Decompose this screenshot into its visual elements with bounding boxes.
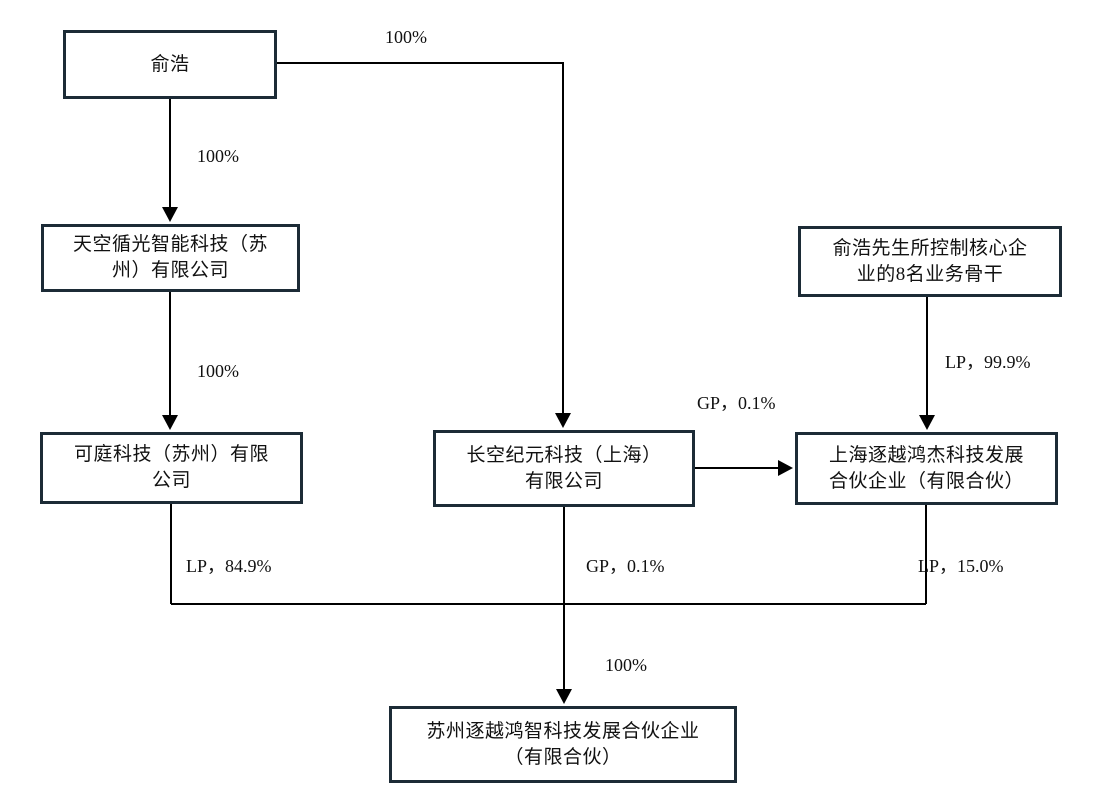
node-suzhou-label-line2: （有限合伙） [504,746,622,768]
node-tiankong: 天空循光智能科技（苏 州）有限公司 [41,224,300,292]
node-suzhou-label-line1: 苏州逐越鸿智科技发展合伙企业 [426,720,700,742]
arrowhead-combined-to-suzhou [556,689,572,704]
arrowhead-changkong-to-shanghai [778,460,793,476]
node-changkong-label-line1: 长空纪元科技（上海） [466,444,662,466]
edge-label-yuhao-to-tiankong: 100% [197,146,239,166]
node-suzhou: 苏州逐越鸿智科技发展合伙企业 （有限合伙） [389,706,737,783]
edge-label-changkong-to-suzhou: GP，0.1% [586,556,665,576]
edge-label-combined-to-suzhou: 100% [605,655,647,675]
node-shanghai: 上海逐越鸿杰科技发展 合伙企业（有限合伙） [795,432,1058,505]
node-shanghai-label-line2: 合伙企业（有限合伙） [828,470,1024,492]
edge-label-core8-to-shanghai: LP，99.9% [945,352,1031,372]
arrowhead-yuhao-to-changkong [555,413,571,428]
node-changkong-label-line2: 有限公司 [524,470,603,492]
node-changkong: 长空纪元科技（上海） 有限公司 [433,430,695,507]
arrowhead-core8-to-shanghai [919,415,935,430]
connector-yuhao-to-changkong [277,62,564,418]
node-shanghai-label-line1: 上海逐越鸿杰科技发展 [828,444,1024,466]
node-tiankong-label-line1: 天空循光智能科技（苏 [72,234,268,255]
node-keting-label-line2: 公司 [151,470,191,491]
arrowhead-yuhao-to-tiankong [162,207,178,222]
edge-label-changkong-to-shanghai: GP，0.1% [697,393,776,413]
node-core8-label-line2: 业的8名业务骨干 [856,263,1004,285]
node-core8-label-line1: 俞浩先生所控制核心企 [832,237,1028,259]
node-keting-label-line1: 可庭科技（苏州）有限 [73,444,269,465]
node-yuhao: 俞浩 [63,30,277,99]
edge-label-keting-to-suzhou: LP，84.9% [186,556,272,576]
edge-label-shanghai-to-suzhou: LP，15.0% [918,556,1004,576]
edge-label-yuhao-to-changkong: 100% [385,27,427,47]
node-tiankong-label-line2: 州）有限公司 [111,260,229,281]
arrowhead-tiankong-to-keting [162,415,178,430]
node-keting: 可庭科技（苏州）有限 公司 [40,432,303,504]
node-yuhao-label: 俞浩 [150,53,190,75]
edge-label-tiankong-to-keting: 100% [197,361,239,381]
node-core8: 俞浩先生所控制核心企 业的8名业务骨干 [798,226,1062,297]
